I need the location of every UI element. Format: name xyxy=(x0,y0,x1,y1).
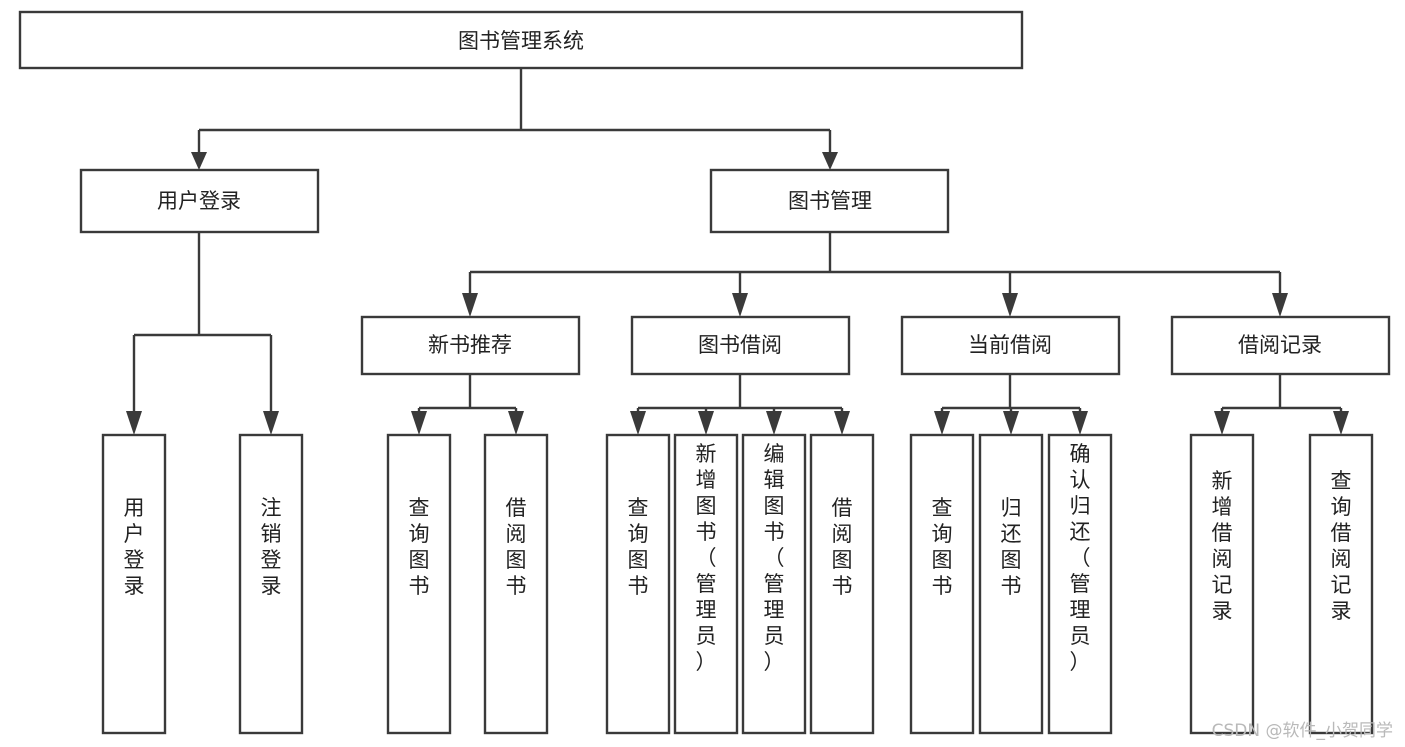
node-leaf-edit-book[interactable]: 编辑图书（管理员） xyxy=(741,433,807,735)
node-leaf-borrow-book-2-box[interactable] xyxy=(809,433,875,735)
node-root-box[interactable] xyxy=(18,10,1024,70)
arrow-to-current-borrow xyxy=(1002,293,1018,317)
node-current-borrow[interactable]: 当前借阅 xyxy=(900,315,1121,376)
arrow-to-leaf-borrow-book-1 xyxy=(508,411,524,435)
node-leaf-query-book-3[interactable]: 查询图书 xyxy=(909,433,975,735)
arrow-to-book-borrow xyxy=(732,293,748,317)
node-leaf-edit-book-box[interactable] xyxy=(741,433,807,735)
node-leaf-add-record-label: 新增借阅记录 xyxy=(1212,469,1233,623)
node-leaf-query-book-1-box[interactable] xyxy=(386,433,452,735)
node-leaf-user-login-label: 用户登录 xyxy=(124,496,145,598)
arrow-to-new-book-recommend xyxy=(462,293,478,317)
node-leaf-return-book-box[interactable] xyxy=(978,433,1044,735)
node-root-label: 图书管理系统 xyxy=(458,29,584,53)
node-leaf-edit-book-label: 编辑图书（管理员） xyxy=(764,442,785,674)
node-leaf-query-book-3-label: 查询图书 xyxy=(932,496,953,598)
arrow-to-leaf-add-book xyxy=(698,411,714,435)
csdn-watermark: CSDN @软件_小贺同学 xyxy=(1211,721,1393,741)
node-leaf-query-book-1-label: 查询图书 xyxy=(409,496,430,598)
node-leaf-query-book-2-label: 查询图书 xyxy=(628,496,649,598)
connector-layer xyxy=(126,68,1349,435)
node-leaf-user-logout-label: 注销登录 xyxy=(261,496,282,598)
node-leaf-borrow-book-1-label: 借阅图书 xyxy=(506,496,527,598)
node-leaf-add-record[interactable]: 新增借阅记录 xyxy=(1189,433,1255,735)
node-new-book-recommend[interactable]: 新书推荐 xyxy=(360,315,581,376)
arrow-to-leaf-edit-book xyxy=(766,411,782,435)
node-leaf-borrow-book-2-label: 借阅图书 xyxy=(832,496,853,598)
node-leaf-confirm-return[interactable]: 确认归还（管理员） xyxy=(1047,433,1113,735)
node-book-manage-label: 图书管理 xyxy=(788,189,872,213)
node-leaf-query-record[interactable]: 查询借阅记录 xyxy=(1308,433,1374,735)
arrow-to-leaf-query-book-3 xyxy=(934,411,950,435)
arrow-to-leaf-user-logout xyxy=(263,411,279,435)
node-book-manage-box[interactable] xyxy=(709,168,950,234)
node-book-borrow-label: 图书借阅 xyxy=(698,333,782,357)
node-leaf-query-book-3-box[interactable] xyxy=(909,433,975,735)
node-leaf-user-login[interactable]: 用户登录 xyxy=(101,433,167,735)
node-leaf-confirm-return-label: 确认归还（管理员） xyxy=(1070,442,1091,674)
node-leaf-user-logout-box[interactable] xyxy=(238,433,304,735)
node-current-borrow-label: 当前借阅 xyxy=(968,333,1052,357)
node-leaf-query-record-label: 查询借阅记录 xyxy=(1331,469,1352,623)
arrow-to-leaf-query-book-2 xyxy=(630,411,646,435)
arrow-to-leaf-borrow-book-2 xyxy=(834,411,850,435)
arrow-to-leaf-user-login xyxy=(126,411,142,435)
node-leaf-add-book-label: 新增图书（管理员） xyxy=(696,442,717,674)
node-user-login-label: 用户登录 xyxy=(157,189,241,213)
node-leaf-user-logout[interactable]: 注销登录 xyxy=(238,433,304,735)
node-leaf-add-book-box[interactable] xyxy=(673,433,739,735)
node-leaf-query-book-2-box[interactable] xyxy=(605,433,671,735)
node-leaf-confirm-return-box[interactable] xyxy=(1047,433,1113,735)
node-leaf-return-book-label: 归还图书 xyxy=(1001,496,1022,598)
node-borrow-record-label: 借阅记录 xyxy=(1238,333,1322,357)
node-book-manage[interactable]: 图书管理 xyxy=(709,168,950,234)
node-leaf-query-book-2[interactable]: 查询图书 xyxy=(605,433,671,735)
arrow-to-leaf-query-record xyxy=(1333,411,1349,435)
node-book-borrow[interactable]: 图书借阅 xyxy=(630,315,851,376)
node-leaf-query-record-box[interactable] xyxy=(1308,433,1374,735)
node-new-book-recommend-box[interactable] xyxy=(360,315,581,376)
node-leaf-borrow-book-2[interactable]: 借阅图书 xyxy=(809,433,875,735)
node-leaf-add-book[interactable]: 新增图书（管理员） xyxy=(673,433,739,735)
arrow-to-leaf-add-record xyxy=(1214,411,1230,435)
node-user-login[interactable]: 用户登录 xyxy=(79,168,320,234)
node-borrow-record[interactable]: 借阅记录 xyxy=(1170,315,1391,376)
node-current-borrow-box[interactable] xyxy=(900,315,1121,376)
arrow-to-leaf-query-book-1 xyxy=(411,411,427,435)
node-borrow-record-box[interactable] xyxy=(1170,315,1391,376)
node-leaf-return-book[interactable]: 归还图书 xyxy=(978,433,1044,735)
arrow-root-to-user-login xyxy=(191,152,207,170)
node-leaf-query-book-1[interactable]: 查询图书 xyxy=(386,433,452,735)
node-leaf-add-record-box[interactable] xyxy=(1189,433,1255,735)
node-leaf-user-login-box[interactable] xyxy=(101,433,167,735)
node-leaf-borrow-book-1[interactable]: 借阅图书 xyxy=(483,433,549,735)
node-book-borrow-box[interactable] xyxy=(630,315,851,376)
arrow-to-leaf-confirm-return xyxy=(1072,411,1088,435)
node-leaf-borrow-book-1-box[interactable] xyxy=(483,433,549,735)
arrow-to-leaf-return-book xyxy=(1003,411,1019,435)
node-user-login-box[interactable] xyxy=(79,168,320,234)
node-new-book-recommend-label: 新书推荐 xyxy=(428,333,512,357)
arrow-to-borrow-record xyxy=(1272,293,1288,317)
node-root[interactable]: 图书管理系统 xyxy=(18,10,1024,70)
arrow-root-to-book-manage xyxy=(822,152,838,170)
